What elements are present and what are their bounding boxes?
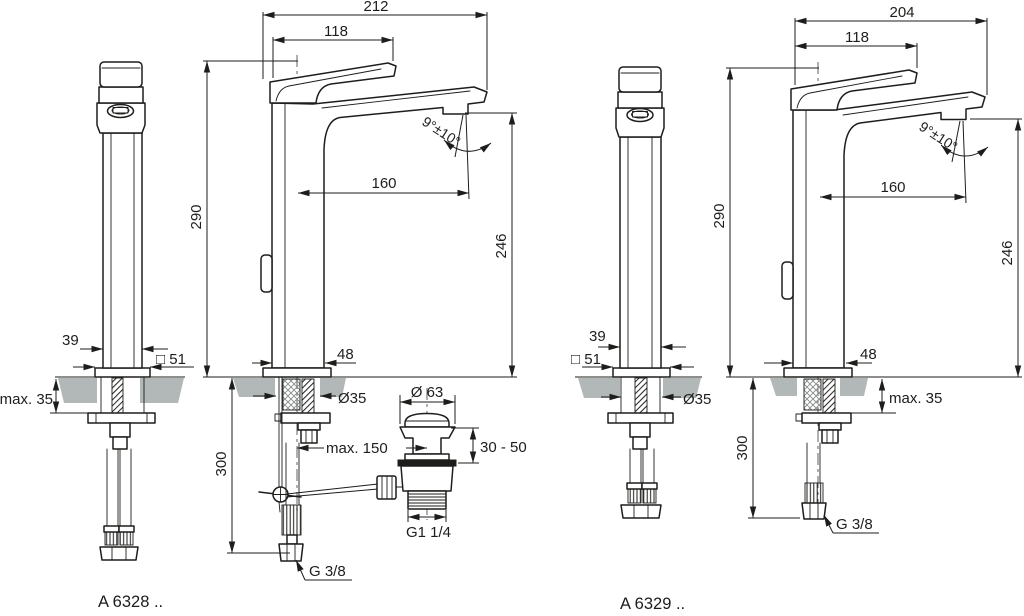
mounting-plate: [801, 412, 852, 424]
dim-spout-angle: 9°±10°: [419, 113, 463, 149]
base-flange: [783, 367, 853, 378]
right-drawing: 204 118 290 246 9°±10° 160 39: [571, 4, 1022, 613]
base-plate: [94, 367, 151, 378]
dim-body-depth: 39: [62, 332, 79, 349]
dim-base-square: □ 51: [156, 351, 186, 368]
dim-spout-reach: 160: [371, 175, 396, 192]
mixer-handle: [269, 62, 397, 104]
side-port: [781, 261, 794, 300]
dim-hose-thread: G 3/8: [836, 516, 873, 533]
handle-cap: [618, 66, 662, 93]
dim-spout-height: 246: [999, 240, 1016, 265]
flexible-hose-section: [803, 378, 822, 411]
supply-hoses: [99, 448, 139, 561]
pop-up-rod: [258, 376, 302, 513]
dim-deck-thickness: max. 35: [0, 391, 53, 408]
dim-spout-angle: 9°±10°: [916, 118, 960, 154]
flexible-hose-section: [282, 378, 301, 411]
left-dimensions: 212 118 290 246 9°±10° 160 39: [0, 0, 527, 581]
mounting-plate: [280, 412, 331, 424]
aerator-outlet: [106, 103, 135, 119]
dim-base-width: 48: [337, 346, 354, 363]
mounting-plate: [607, 412, 674, 424]
waste-gasket: [397, 459, 457, 467]
left-popup-waste: [397, 388, 457, 520]
dim-height: 290: [711, 203, 728, 228]
dim-waste-height: 30 - 50: [480, 439, 527, 456]
aerator-outlet: [626, 107, 654, 123]
mounting-plate: [87, 412, 156, 424]
dim-hose-thread: G 3/8: [309, 563, 346, 580]
body-column: [619, 136, 662, 369]
supply-hose: [801, 442, 827, 520]
faucet-body-spout: [271, 86, 488, 369]
threaded-shank: [634, 377, 648, 414]
dim-waste-thread: G1 1/4: [406, 524, 451, 541]
dim-hose-length: 300: [213, 451, 230, 476]
side-port: [260, 254, 273, 293]
base-plate: [612, 367, 671, 378]
mixer-handle: [790, 69, 918, 111]
tailpipe-threads: [407, 493, 447, 507]
base-flange: [262, 367, 332, 378]
left-model-label: A 6328 ..: [98, 593, 163, 611]
threaded-shank: [301, 378, 315, 414]
dim-waste-diameter: Ø 63: [411, 384, 444, 401]
right-deck: [575, 376, 1022, 398]
threaded-shank: [111, 377, 124, 414]
dim-hole-diameter: Ø35: [683, 391, 711, 408]
handle-cap: [99, 61, 143, 88]
dim-body-depth: 39: [589, 328, 606, 345]
right-dimensions: 204 118 290 246 9°±10° 160 39: [571, 4, 1022, 534]
dim-hose-length: 300: [734, 435, 751, 460]
dim-total-width: 212: [363, 0, 388, 15]
dim-base-width: 48: [860, 346, 877, 363]
left-faucet-front-view: [258, 55, 488, 562]
left-faucet-side-view: [87, 61, 156, 561]
pop-up-lever: [286, 475, 404, 500]
dim-rod-length: max. 150: [326, 440, 388, 457]
dim-height: 290: [188, 204, 205, 229]
dim-hole-diameter: Ø35: [338, 390, 366, 407]
left-drawing: 212 118 290 246 9°±10° 160 39: [0, 0, 527, 611]
faucet-body-spout: [792, 91, 986, 369]
dim-total-width: 204: [889, 4, 914, 21]
dim-base-square: □ 51: [571, 351, 601, 368]
supply-hoses: [620, 448, 662, 519]
dim-handle-width: 118: [324, 23, 348, 40]
right-faucet-front-view: [781, 62, 986, 520]
right-faucet-side-view: [607, 66, 674, 519]
supply-hose: [278, 442, 304, 562]
dim-spout-reach: 160: [880, 179, 905, 196]
waste-plug-cap: [404, 412, 450, 428]
dim-deck-thickness: max. 35: [889, 390, 942, 407]
dim-spout-height: 246: [493, 233, 510, 258]
left-deck: [55, 376, 517, 403]
threaded-shank: [822, 378, 836, 414]
body-column: [102, 132, 143, 369]
dim-handle-width: 118: [845, 29, 869, 46]
right-model-label: A 6329 ..: [620, 595, 685, 613]
